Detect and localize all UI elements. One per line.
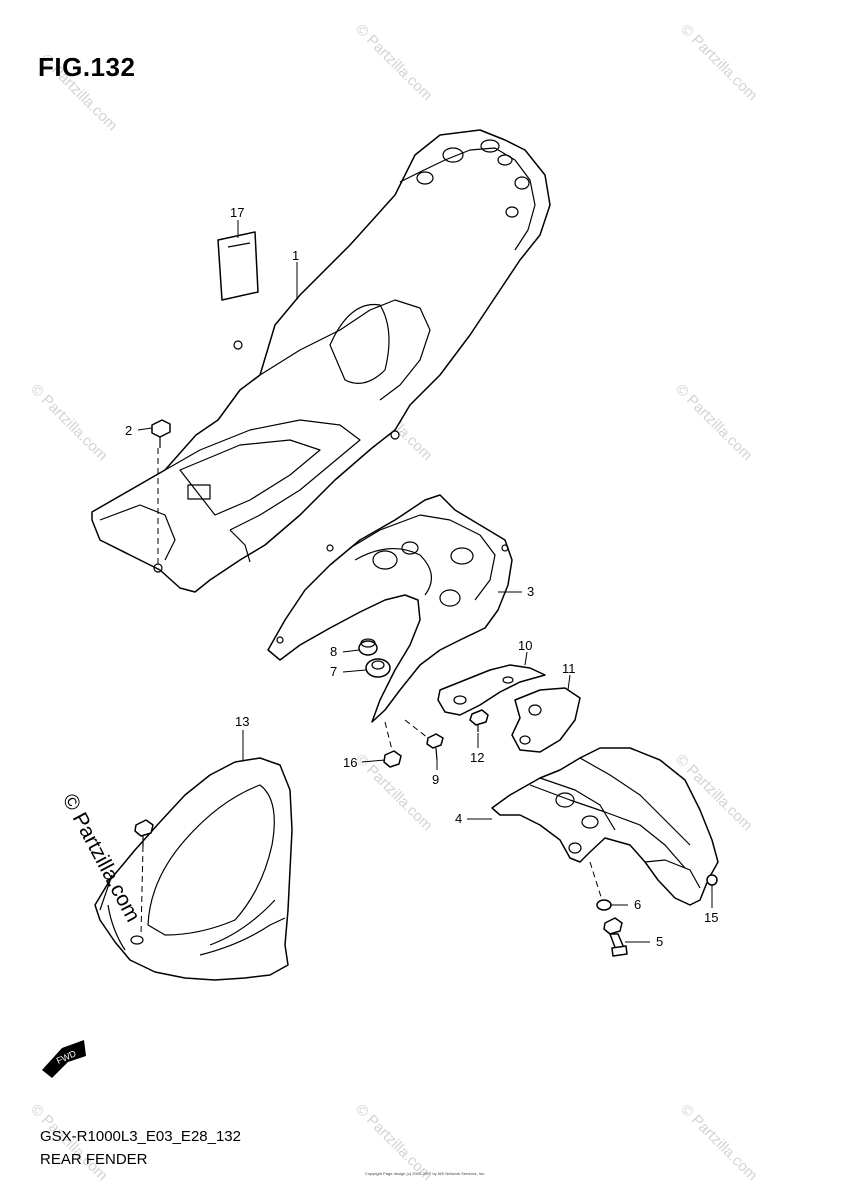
part-1-rear-fender[interactable] xyxy=(91,129,551,593)
watermark-text: © Partzilla.com xyxy=(672,381,755,464)
part-15-clip[interactable] xyxy=(706,874,718,886)
callout-17: 17 xyxy=(230,205,244,220)
callout-12: 12 xyxy=(470,750,484,765)
callout-16: 16 xyxy=(343,755,357,770)
part-7-grommet[interactable] xyxy=(365,658,391,678)
section-name: REAR FENDER xyxy=(40,1151,148,1168)
leader-lines xyxy=(137,220,713,943)
watermark-text: © Partzilla.com xyxy=(27,381,110,464)
part-14-screw[interactable] xyxy=(134,819,154,936)
part-8-cushion[interactable] xyxy=(358,638,378,656)
callout-7: 7 xyxy=(330,664,337,679)
callout-labels: 1 2 3 4 5 6 7 8 9 10 11 12 13 15 16 17 xyxy=(125,205,718,949)
part-12-screw[interactable] xyxy=(469,709,489,732)
callout-15: 15 xyxy=(704,910,718,925)
model-code: GSX-R1000L3_E03_E28_132 xyxy=(40,1128,241,1145)
fwd-arrow-icon: FWD xyxy=(42,1040,86,1078)
watermark-text: © Partzilla.com xyxy=(677,21,760,104)
watermark-text: © Partzilla.com xyxy=(677,1101,760,1184)
part-17-label[interactable] xyxy=(217,231,259,301)
part-6-washer[interactable] xyxy=(589,861,612,911)
part-13-rear-hugger[interactable] xyxy=(94,757,293,981)
figure-title: FIG.132 xyxy=(38,52,136,82)
callout-9: 9 xyxy=(432,772,439,787)
callout-2: 2 xyxy=(125,423,132,438)
callout-3: 3 xyxy=(527,584,534,599)
callout-8: 8 xyxy=(330,644,337,659)
part-10-bracket[interactable] xyxy=(437,664,546,716)
callout-4: 4 xyxy=(455,811,462,826)
part-5-bolt[interactable] xyxy=(603,917,628,957)
part-2-screw[interactable] xyxy=(151,419,171,573)
part-16-nut[interactable] xyxy=(383,721,402,768)
copyright-notice: Copyright Page design (c) 2004-2017 by A… xyxy=(364,1171,486,1176)
part-9-screw[interactable] xyxy=(404,719,444,761)
watermark-text: © Partzilla.com xyxy=(352,21,435,104)
part-3-inner-panel[interactable] xyxy=(267,494,513,723)
callout-1: 1 xyxy=(292,248,299,263)
callout-5: 5 xyxy=(656,934,663,949)
part-11-bracket[interactable] xyxy=(511,687,581,753)
part-4-mudguard[interactable] xyxy=(491,747,719,906)
callout-10: 10 xyxy=(518,638,532,653)
callout-13: 13 xyxy=(235,714,249,729)
callout-11: 11 xyxy=(562,661,576,676)
callout-6: 6 xyxy=(634,897,641,912)
